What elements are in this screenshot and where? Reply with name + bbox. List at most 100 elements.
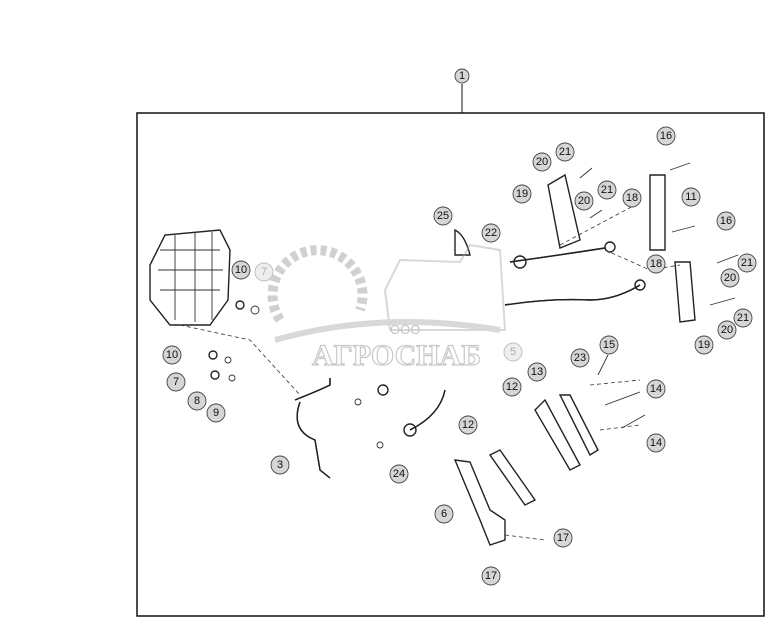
callout-21[interactable]: 21 (597, 180, 617, 200)
callout-14[interactable]: 14 (646, 379, 666, 399)
callout-circle (481, 566, 501, 586)
callout-label: 7 (173, 376, 179, 388)
callout-20[interactable]: 20 (717, 320, 737, 340)
callout-18[interactable]: 18 (646, 254, 666, 274)
callout-circle (570, 348, 590, 368)
callout-circle (733, 308, 753, 328)
callout-circle (656, 126, 676, 146)
callout-20[interactable]: 20 (532, 152, 552, 172)
callout-16[interactable]: 16 (716, 211, 736, 231)
callout-circle (166, 372, 186, 392)
callout-11[interactable]: 11 (681, 187, 701, 207)
svg-text:ООО: ООО (390, 322, 420, 337)
callout-label: 10 (235, 264, 247, 276)
callout-12[interactable]: 12 (502, 377, 522, 397)
callout-label: 3 (277, 459, 283, 471)
callout-circle (681, 187, 701, 207)
control-valve (149, 229, 231, 326)
callout-label: 20 (721, 324, 733, 336)
callout-10[interactable]: 10 (231, 260, 251, 280)
callout-7[interactable]: 7 (166, 372, 186, 392)
callout-20[interactable]: 20 (720, 268, 740, 288)
callout-circle (646, 433, 666, 453)
callout-label: 16 (720, 215, 732, 227)
callout-5[interactable]: 5 (503, 342, 523, 362)
callout-label: 17 (485, 570, 497, 582)
callout-16[interactable]: 16 (656, 126, 676, 146)
callout-6[interactable]: 6 (434, 504, 454, 524)
callout-25[interactable]: 25 (433, 206, 453, 226)
assembly-callout[interactable]: 1 (454, 68, 470, 84)
callout-12[interactable]: 12 (458, 415, 478, 435)
callout-18[interactable]: 18 (622, 188, 642, 208)
callout-label: 25 (437, 210, 449, 222)
callout-label: 5 (510, 346, 516, 358)
callout-circle (716, 211, 736, 231)
callout-circle (717, 320, 737, 340)
callout-8[interactable]: 8 (187, 391, 207, 411)
callout-circle (187, 391, 207, 411)
callout-7[interactable]: 7 (254, 262, 274, 282)
callout-14[interactable]: 14 (646, 433, 666, 453)
callout-label: 7 (261, 266, 267, 278)
callout-label: 6 (441, 508, 447, 520)
callout-circle (434, 504, 454, 524)
callout-label: 20 (536, 156, 548, 168)
callout-21[interactable]: 21 (737, 253, 757, 273)
callout-23[interactable]: 23 (570, 348, 590, 368)
callout-label: 23 (574, 352, 586, 364)
callout-label: 19 (516, 188, 528, 200)
callout-19[interactable]: 19 (512, 184, 532, 204)
callout-label: 20 (724, 272, 736, 284)
callout-circle (646, 254, 666, 274)
callout-17[interactable]: 17 (481, 566, 501, 586)
callout-label: 15 (603, 339, 615, 351)
callout-circle (512, 184, 532, 204)
assembly-frame (136, 112, 765, 617)
callout-label: 18 (626, 192, 638, 204)
callout-label: 8 (194, 395, 200, 407)
callout-20[interactable]: 20 (574, 191, 594, 211)
callout-17[interactable]: 17 (553, 528, 573, 548)
callout-circle (737, 253, 757, 273)
callout-label: 14 (650, 383, 662, 395)
callout-label: 21 (601, 184, 613, 196)
callout-label: 18 (650, 258, 662, 270)
callout-label: 17 (557, 532, 569, 544)
callout-circle (458, 415, 478, 435)
callout-22[interactable]: 22 (481, 223, 501, 243)
callout-label: 9 (213, 407, 219, 419)
callout-3[interactable]: 3 (270, 455, 290, 475)
callout-circle (646, 379, 666, 399)
svg-text:АГРОСНАБ: АГРОСНАБ (312, 339, 481, 372)
fittings (208, 300, 260, 382)
callout-label: 13 (531, 366, 543, 378)
callout-label: 22 (485, 227, 497, 239)
callout-9[interactable]: 9 (206, 403, 226, 423)
callout-circle (555, 142, 575, 162)
callout-circle (720, 268, 740, 288)
callout-13[interactable]: 13 (527, 362, 547, 382)
callout-circle (574, 191, 594, 211)
callout-circle (503, 342, 523, 362)
bolts (579, 162, 739, 429)
callout-circle (162, 345, 182, 365)
callout-label: 12 (506, 381, 518, 393)
callout-circle (254, 262, 274, 282)
callout-15[interactable]: 15 (599, 335, 619, 355)
callout-21[interactable]: 21 (555, 142, 575, 162)
callout-label: 10 (166, 349, 178, 361)
callout-label: 21 (741, 257, 753, 269)
assembly-lines (179, 204, 681, 541)
callout-label: 21 (559, 146, 571, 158)
callout-circle (502, 377, 522, 397)
callout-19[interactable]: 19 (694, 335, 714, 355)
callout-24[interactable]: 24 (389, 464, 409, 484)
callout-label: 14 (650, 437, 662, 449)
callout-10[interactable]: 10 (162, 345, 182, 365)
callout-21[interactable]: 21 (733, 308, 753, 328)
callout-label: 16 (660, 130, 672, 142)
callout-label: 21 (737, 312, 749, 324)
callout-circle (481, 223, 501, 243)
